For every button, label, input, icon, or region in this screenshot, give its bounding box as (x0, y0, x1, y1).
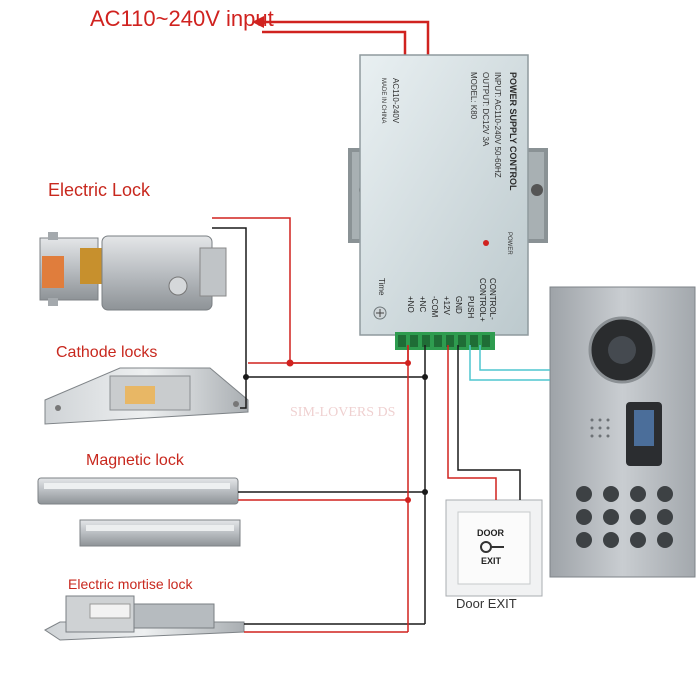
cathode-lock-image (44, 367, 249, 425)
ps-model: MODEL: K80 (469, 72, 478, 120)
ps-title: POWER SUPPLY CONTROL (508, 72, 518, 191)
electric-lock-label: Electric Lock (48, 180, 151, 200)
exit-button-exit-text: EXIT (481, 556, 502, 566)
terminal-control-plus: CONTROL+ (478, 278, 487, 322)
terminal-no: +NO (406, 296, 415, 313)
terminal-gnd: GND (454, 296, 463, 314)
exit-button-image (445, 499, 543, 597)
terminal-push: PUSH (466, 296, 475, 319)
ps-made-in: MADE IN CHINA (380, 78, 386, 124)
mortise-lock-image (44, 595, 245, 641)
watermark: SIM-LOVERS DS (290, 405, 396, 420)
terminal-com: -COM (430, 296, 439, 318)
junction-dots (243, 359, 428, 503)
power-led (483, 240, 489, 246)
ps-power-led-label: POWER (506, 232, 512, 255)
ps-time-label: Time (377, 278, 386, 296)
power-supply-unit (348, 54, 548, 350)
ps-input-spec: INPUT: AC110-240V 50-60HZ (493, 72, 502, 178)
magnetic-lock-label: Magnetic lock (86, 452, 184, 469)
electric-lock-image (39, 232, 227, 311)
ps-output-spec: OUTPUT: DC12V 3A (481, 72, 490, 147)
magnetic-lock-image (37, 477, 241, 547)
cathode-locks-label: Cathode locks (56, 344, 158, 361)
terminal-12v: +12V (442, 296, 451, 315)
ac-input-label: AC110~240V input (90, 6, 274, 31)
ps-ac-label: AC110-240V (391, 78, 400, 124)
mortise-lock-label: Electric mortise lock (68, 576, 193, 592)
terminal-nc: +NC (418, 296, 427, 313)
door-exit-label: Door EXIT (456, 596, 517, 611)
intercom-panel-image (549, 286, 696, 578)
exit-button-door-text: DOOR (477, 528, 504, 538)
terminal-control-minus: CONTROL- (488, 278, 497, 320)
ac-input-wires (252, 16, 430, 55)
